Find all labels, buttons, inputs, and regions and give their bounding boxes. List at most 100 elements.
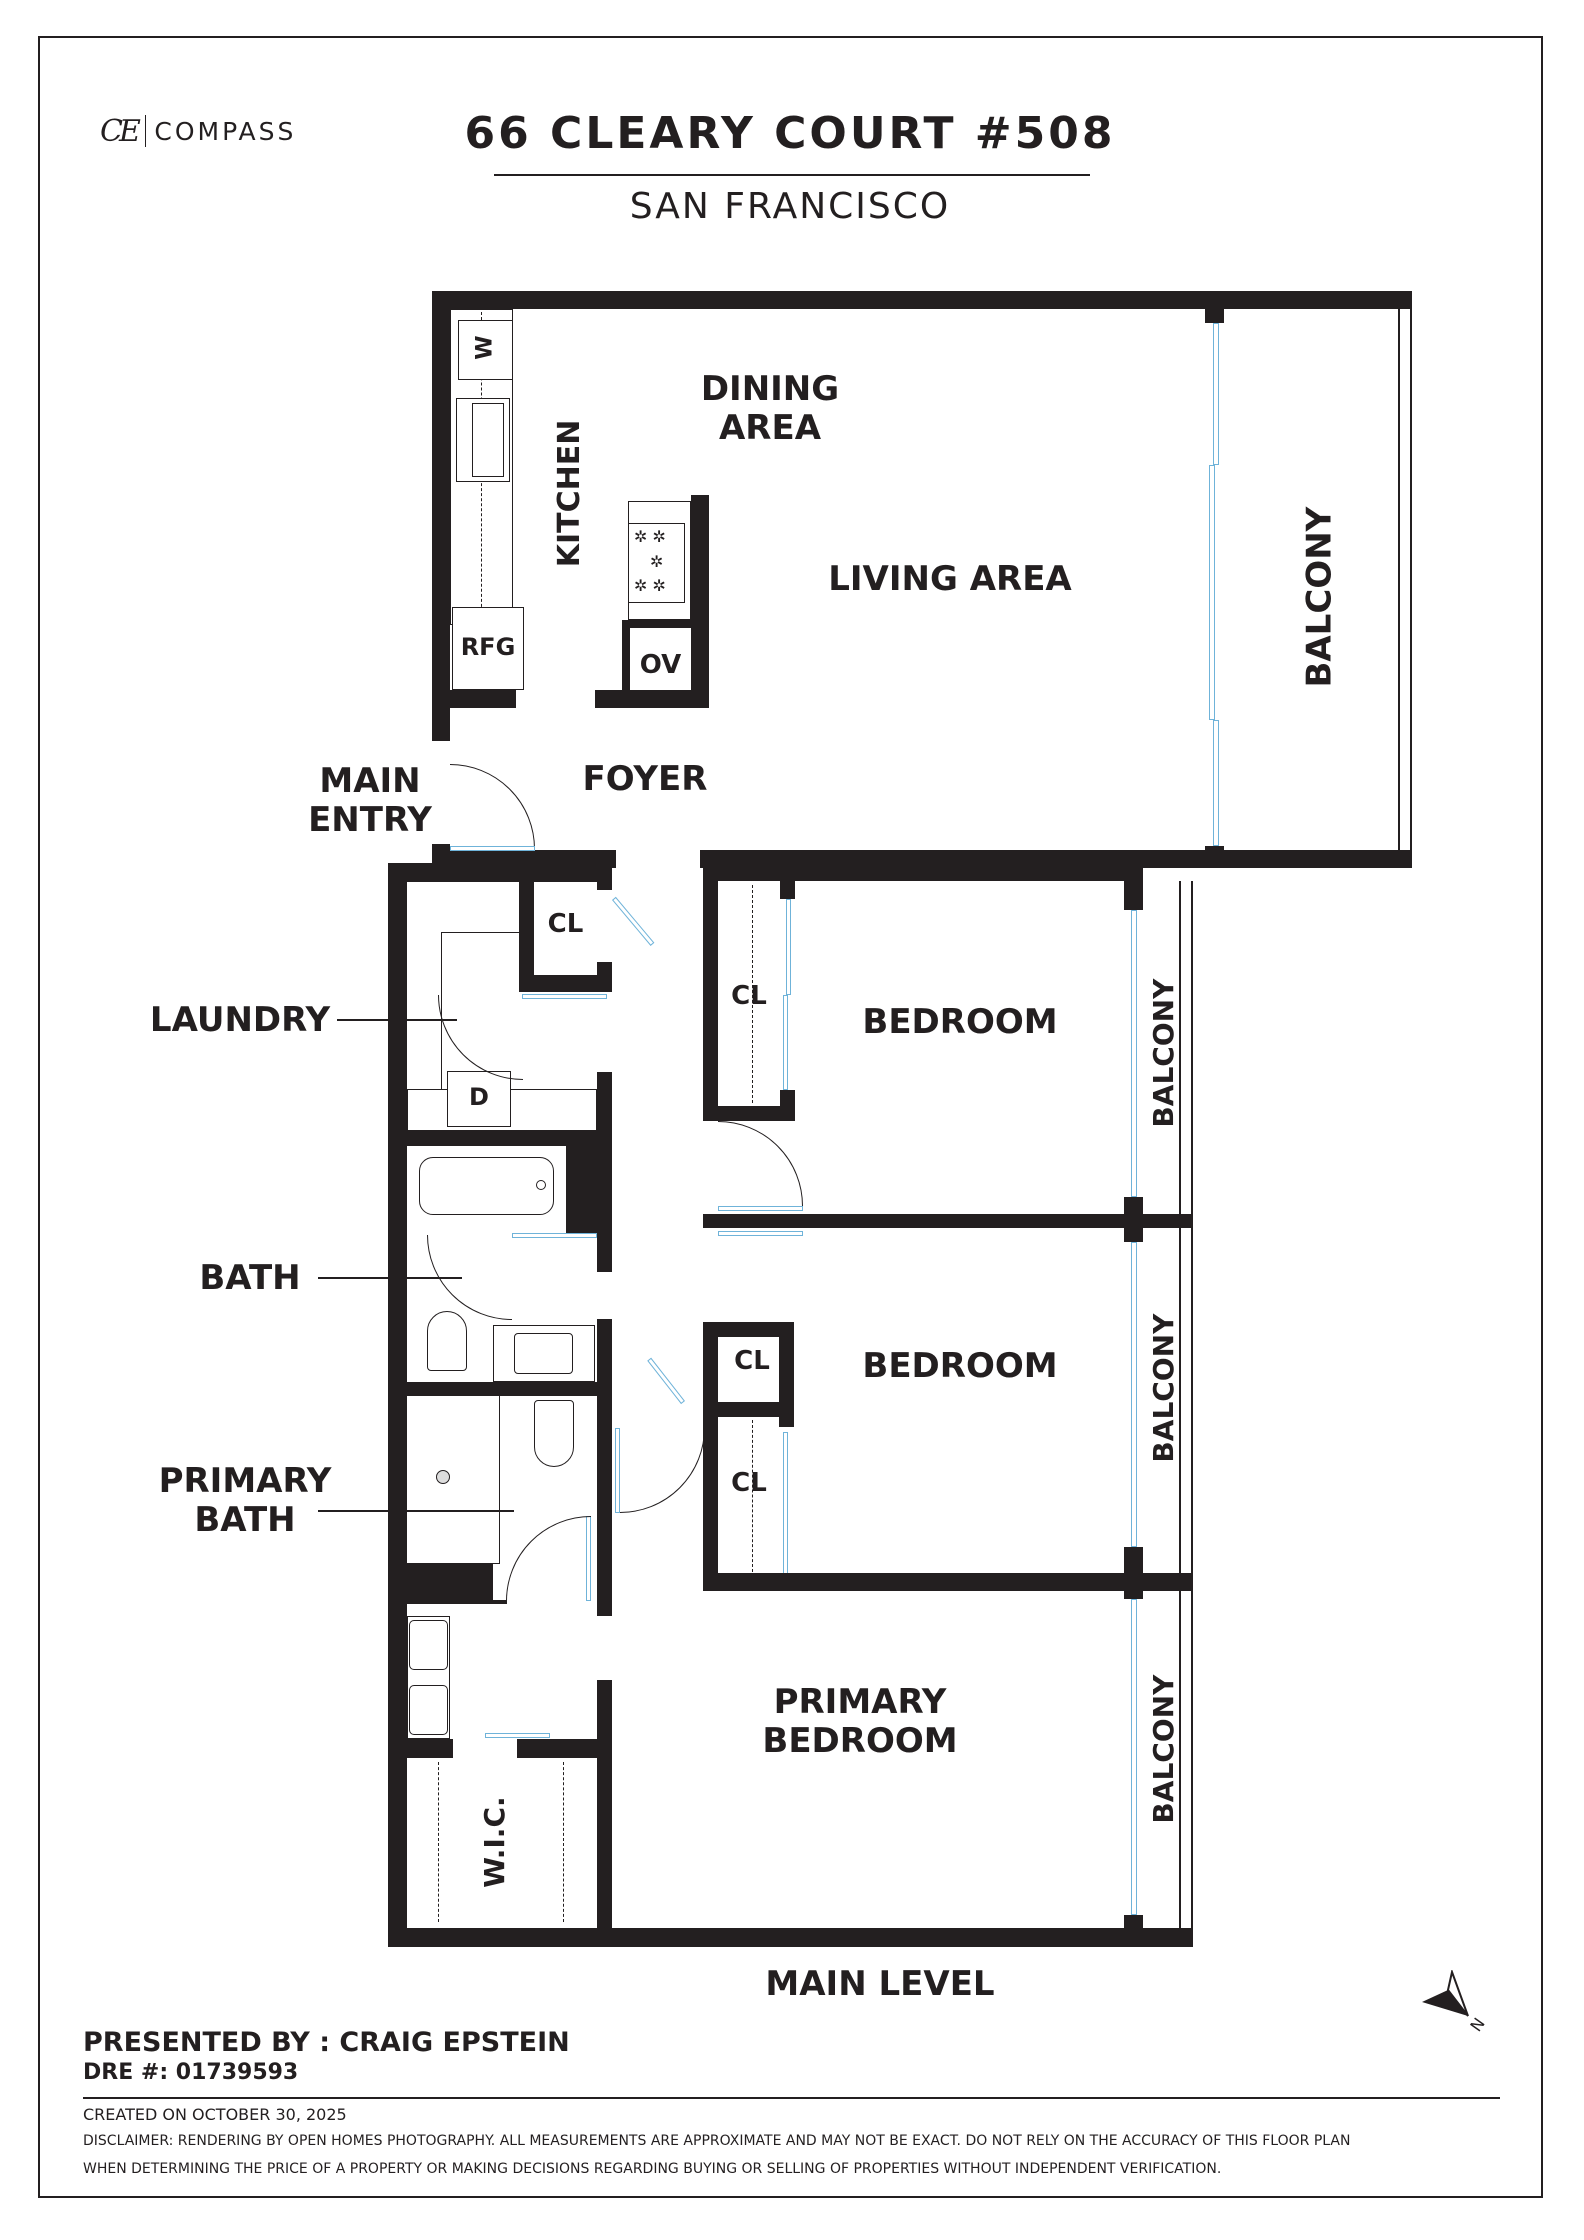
balcony-railing xyxy=(1191,881,1193,1947)
closet-sliding-door[interactable] xyxy=(786,899,791,995)
wall xyxy=(407,1131,597,1146)
footer-divider xyxy=(83,2097,1500,2099)
wall xyxy=(597,1319,612,1616)
wall xyxy=(450,690,516,708)
wall xyxy=(703,1573,1191,1591)
property-address: 66 CLEARY COURT #508 xyxy=(464,108,1116,159)
balcony-sliding-door[interactable] xyxy=(1131,1599,1137,1915)
gas-range xyxy=(628,523,685,603)
wall xyxy=(597,962,612,992)
primary-bedroom-line2: BEDROOM xyxy=(762,1721,958,1762)
shower-enclosure xyxy=(407,1396,500,1564)
dryer-appliance xyxy=(447,1071,511,1127)
main-entry-door[interactable] xyxy=(450,846,535,851)
refrigerator-label: RFG xyxy=(460,633,516,661)
wall-pillar xyxy=(1205,301,1224,323)
wall xyxy=(517,1739,612,1758)
wall xyxy=(703,863,718,1121)
dining-label-line1: DINING xyxy=(700,369,840,409)
wall xyxy=(780,1090,795,1121)
sliding-door[interactable] xyxy=(1209,465,1215,720)
wall xyxy=(691,495,709,708)
wall xyxy=(432,846,450,866)
bath-sink xyxy=(514,1333,573,1374)
tub-drain-icon xyxy=(536,1180,546,1190)
wall xyxy=(407,1382,612,1396)
wall-pillar xyxy=(1124,1915,1143,1947)
bedroom-door[interactable] xyxy=(718,1206,803,1211)
sliding-door[interactable] xyxy=(1213,720,1219,846)
main-entry-line1: MAIN xyxy=(319,761,421,801)
vanity-sink xyxy=(409,1620,448,1670)
washer-label: W xyxy=(472,335,498,360)
wall xyxy=(519,863,534,992)
vanity-sink xyxy=(409,1685,448,1735)
primary-bath-leader-line xyxy=(318,1510,514,1512)
created-date: CREATED ON OCTOBER 30, 2025 xyxy=(83,2105,347,2124)
primary-bath-line2: BATH xyxy=(194,1500,296,1541)
burner-icon: ✲ ✲ xyxy=(634,576,666,595)
double-vanity xyxy=(407,1616,450,1739)
wall xyxy=(407,1564,493,1604)
main-entry-line2: ENTRY xyxy=(308,800,432,841)
wall xyxy=(597,863,612,890)
balcony-bedroom-1-label: BALCONY xyxy=(1146,978,1180,1128)
wall xyxy=(780,881,795,899)
closet-sliding-door[interactable] xyxy=(783,995,788,1090)
wall xyxy=(519,975,612,992)
primary-bedroom-line1: PRIMARY xyxy=(773,1682,947,1722)
bath-vanity xyxy=(493,1325,595,1382)
wall xyxy=(432,291,450,741)
washer-appliance xyxy=(458,320,513,380)
wall-pillar xyxy=(1124,1197,1143,1242)
laundry-door[interactable] xyxy=(522,994,607,999)
dining-label-line2: AREA xyxy=(718,408,822,449)
refrigerator-appliance xyxy=(452,607,524,690)
wall xyxy=(622,620,630,700)
wall xyxy=(703,1417,718,1591)
wall xyxy=(432,291,1412,309)
bedroom-door[interactable] xyxy=(718,1231,803,1236)
wall xyxy=(597,1680,612,1947)
balcony-sliding-door[interactable] xyxy=(1131,910,1137,1197)
balcony-primary-label: BALCONY xyxy=(1146,1674,1180,1824)
title-divider xyxy=(494,174,1090,176)
balcony-label: BALCONY xyxy=(1299,506,1340,688)
brand-name: COMPASS xyxy=(154,116,297,146)
sliding-door[interactable] xyxy=(1213,323,1219,465)
bedroom-1-label: BEDROOM xyxy=(862,1002,1058,1042)
wic-door[interactable] xyxy=(485,1733,550,1738)
dryer-label: D xyxy=(469,1083,489,1111)
property-city: SAN FRANCISCO xyxy=(629,186,951,227)
wall xyxy=(703,1214,1191,1228)
burner-icon: ✲ ✲ xyxy=(634,527,666,546)
shower-drain-icon xyxy=(436,1470,450,1484)
closet-label: CL xyxy=(731,1468,767,1498)
bathtub xyxy=(419,1157,554,1215)
wic-rod xyxy=(563,1762,564,1922)
bath-leader-line xyxy=(318,1277,462,1279)
wall xyxy=(388,863,407,1947)
presented-by: PRESENTED BY : CRAIG EPSTEIN xyxy=(83,2027,570,2058)
north-arrow-icon: N xyxy=(1410,1968,1500,2060)
svg-text:N: N xyxy=(1466,2014,1488,2035)
hall-door[interactable] xyxy=(615,1428,620,1513)
toilet xyxy=(534,1400,574,1467)
wic-rod xyxy=(438,1762,439,1922)
disclaimer-line-1: DISCLAIMER: RENDERING BY OPEN HOMES PHOT… xyxy=(83,2133,1351,2149)
wall xyxy=(703,863,1131,881)
closet-label: CL xyxy=(547,909,584,939)
wall xyxy=(622,620,700,628)
living-area-label: LIVING AREA xyxy=(828,559,1072,599)
wall xyxy=(407,1739,453,1758)
wall xyxy=(779,1322,794,1427)
balcony-sliding-door[interactable] xyxy=(1131,1242,1137,1547)
bath-label: BATH xyxy=(199,1258,301,1298)
main-entry-label: MAIN ENTRY xyxy=(290,761,450,841)
balcony-railing xyxy=(1398,309,1400,850)
closet-label: CL xyxy=(731,981,767,1011)
bath-door[interactable] xyxy=(512,1233,597,1238)
laundry-label: LAUNDRY xyxy=(149,1000,331,1040)
page-frame xyxy=(38,36,1543,2198)
closet-sliding-door[interactable] xyxy=(783,1432,788,1577)
